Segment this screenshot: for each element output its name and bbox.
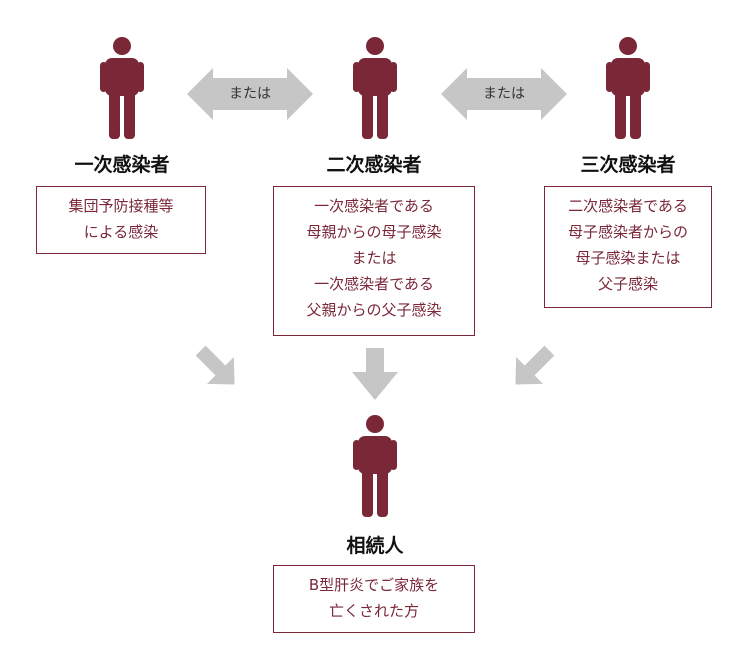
or-arrow-right: または xyxy=(441,68,567,120)
down-arrow-icon xyxy=(352,348,398,400)
description-line: 一次感染者である xyxy=(314,275,434,293)
description-line: 父子感染 xyxy=(597,275,658,293)
description-line: または xyxy=(351,249,397,267)
heir-description: B型肝炎でご家族を 亡くされた方 xyxy=(273,565,475,633)
tertiary-infected-title: 三次感染者 xyxy=(580,154,676,176)
primary-infected-title: 一次感染者 xyxy=(74,154,170,176)
description-line: による感染 xyxy=(83,223,159,241)
description-line: 母子感染者からの xyxy=(567,223,688,241)
description-line: 集団予防接種等 xyxy=(68,197,174,215)
description-line: 母子感染または xyxy=(575,249,681,267)
tertiary-infected-description: 二次感染者である 母子感染者からの 母子感染または 父子感染 xyxy=(544,186,712,308)
secondary-infected-title: 二次感染者 xyxy=(326,154,422,176)
person-icon-heir xyxy=(353,415,397,517)
double-arrow-icon xyxy=(187,68,313,120)
secondary-infected-description: 一次感染者である 母親からの母子感染 または 一次感染者である 父親からの父子感… xyxy=(273,186,475,336)
diagonal-arrow-icon-right xyxy=(515,345,554,385)
diagonal-arrow-icon-left xyxy=(196,345,235,385)
description-line: 母親からの母子感染 xyxy=(306,223,442,241)
description-line: 一次感染者である xyxy=(314,197,434,215)
description-line: 亡くされた方 xyxy=(328,602,419,620)
person-icon-tertiary xyxy=(606,37,650,139)
double-arrow-icon xyxy=(441,68,567,120)
description-line: B型肝炎でご家族を xyxy=(308,576,440,594)
person-icon-primary xyxy=(100,37,144,139)
or-arrow-left: または xyxy=(187,68,313,120)
primary-infected-description: 集団予防接種等 による感染 xyxy=(36,186,206,254)
heir-title: 相続人 xyxy=(346,535,404,557)
or-label: または xyxy=(483,86,525,102)
person-icon-secondary xyxy=(353,37,397,139)
description-line: 父親からの父子感染 xyxy=(306,301,442,319)
description-line: 二次感染者である xyxy=(568,197,688,215)
or-label: または xyxy=(229,86,271,102)
